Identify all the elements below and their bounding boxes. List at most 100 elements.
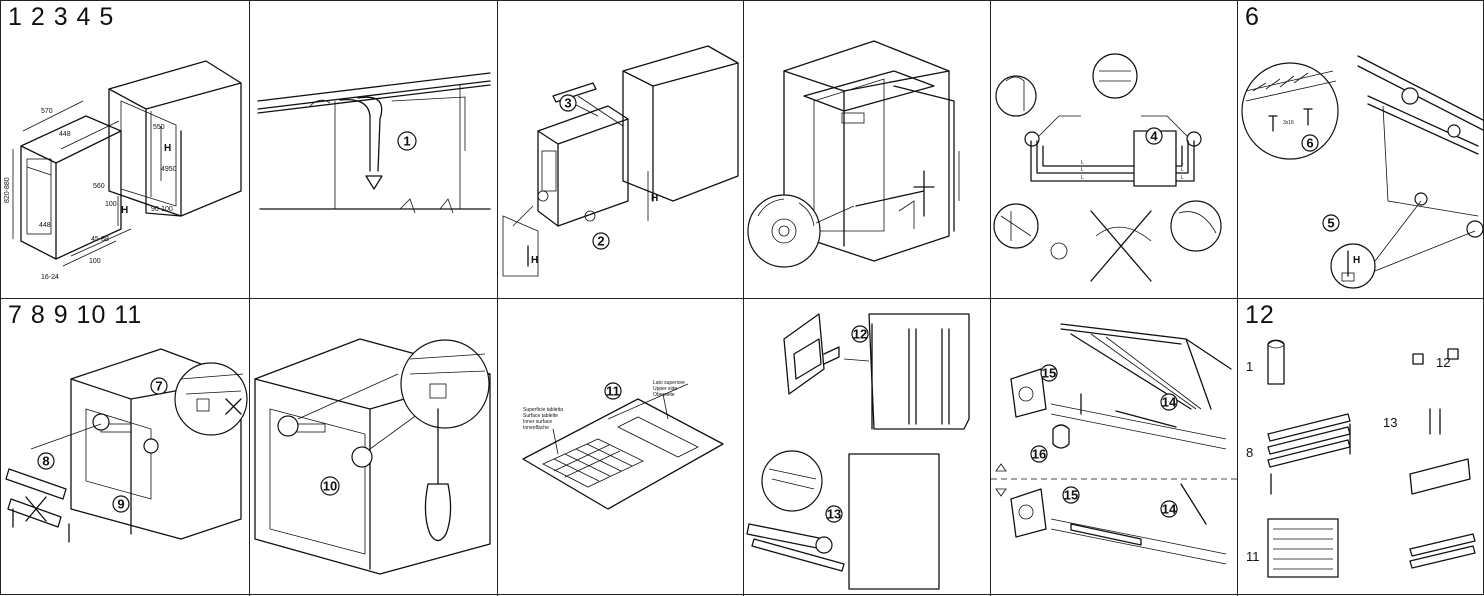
callout-4 (1145, 127, 1163, 145)
dim-depth-cab: 550 (153, 124, 165, 131)
callout-8-text: 8 (42, 454, 49, 469)
detail-hose-height (1170, 200, 1222, 252)
screwdriver-icon (424, 483, 452, 542)
part-number-8: 8 (1246, 445, 1253, 460)
callout-16-text: 16 (1032, 447, 1046, 462)
hose-label: L (1181, 160, 1184, 166)
hose-label: L (1081, 160, 1084, 166)
callout-13-text: 13 (827, 507, 841, 522)
part-number-11: 11 (1246, 549, 1260, 564)
detail-bracket (174, 362, 248, 436)
panel-steps-14-16: 15 14 16 15 14 (991, 299, 1238, 596)
door-fitting-drawing: 12 13 (746, 313, 970, 590)
note-upper: Upper side (653, 386, 677, 392)
note-surface: Surface tablette (523, 413, 558, 419)
parts-list-drawing: 1 12 8 13 11 (1246, 339, 1476, 578)
callout-1-text: 1 (403, 134, 410, 149)
rear-foot-drawing (747, 40, 960, 268)
callout-6-text: 6 (1306, 136, 1313, 151)
hose-label: L (1181, 175, 1184, 181)
panel-parts-list: 12 1 12 8 13 11 (1238, 299, 1484, 596)
callout-15-text: 15 (1042, 366, 1056, 381)
hose-label: L (1081, 167, 1084, 173)
note-upper: Lato superiore (653, 380, 685, 386)
callout-10 (320, 476, 340, 496)
part-number-1: 1 (1246, 359, 1253, 374)
panel-height-adjust: H 3 2 H (498, 1, 744, 299)
height-letter-H: H (651, 193, 658, 204)
callout-7-text: 7 (155, 379, 162, 394)
detail-screw (1241, 62, 1339, 160)
callout-9-text: 9 (117, 497, 124, 512)
detail-circle (747, 194, 821, 268)
dim-16-24: 16-24 (41, 274, 59, 281)
dim-depth: 560 (93, 183, 105, 190)
template-sheet-drawing: 11 Lato superiore Upper side Oberseite S… (522, 380, 724, 510)
dim-100: 100 (105, 201, 117, 208)
note-upper: Oberseite (653, 392, 675, 398)
callout-5 (1322, 214, 1340, 232)
detail-tap-left (995, 75, 1037, 117)
screw-size: 3x16 (1283, 120, 1294, 126)
worktop-drawing: 1 (257, 72, 491, 214)
panel-worktop-seal: 1 (250, 1, 498, 299)
callout-14 (1160, 393, 1178, 411)
screwdriver-drawing: 10 (254, 338, 491, 575)
callout-12-text: 12 (853, 327, 867, 342)
dim-45-88: 45-88 (91, 236, 109, 243)
panel-rear-foot-adjust (744, 1, 991, 299)
height-letter-H: H (164, 143, 171, 154)
step-label-1-5: 1 2 3 4 5 (8, 3, 115, 31)
panel-water-connections: 4 L L L L L L (991, 1, 1238, 299)
callout-2 (592, 232, 610, 250)
callout-12 (851, 325, 869, 343)
dimension-drawing: 570 448 560 550 448 820-880 100 45-88 90… (4, 60, 242, 281)
height-letter-H-2: H (121, 205, 128, 216)
panel-steps-1-5: 1 2 3 4 5 570 448 560 55 (1, 1, 250, 299)
note-surface: Inner surface (523, 419, 552, 425)
callout-14b (1160, 500, 1178, 518)
height-adjust-drawing: H 3 2 H (502, 45, 739, 277)
callout-15b-text: 15 (1064, 488, 1078, 503)
door-panel-drawing: 7 8 9 (5, 348, 248, 543)
height-letter-H: H (1353, 255, 1360, 266)
cross-icon (1090, 210, 1152, 282)
part-cover-strip (1409, 545, 1476, 569)
part-rail (1267, 413, 1351, 442)
callout-15 (1040, 364, 1058, 382)
hose-label: L (1081, 175, 1084, 181)
callout-15b (1062, 486, 1080, 504)
callout-6 (1301, 134, 1319, 152)
dim-90-100: 90-100 (151, 206, 173, 213)
part-number-13: 13 (1383, 415, 1397, 430)
step-label-7-11: 7 8 9 10 11 (8, 301, 143, 329)
callout-2-text: 2 (597, 234, 604, 249)
hinge-spring-drawing: 15 14 16 15 14 (991, 323, 1237, 565)
panel-step-10: 10 (250, 299, 498, 596)
part-cover-strip (1409, 533, 1476, 557)
callout-8 (37, 452, 55, 470)
dim-width: 570 (41, 108, 53, 115)
detail-slide (761, 450, 823, 512)
callout-3-text: 3 (564, 96, 571, 111)
detail-valve (1092, 53, 1138, 99)
height-letter-H-2: H (531, 255, 538, 266)
step-label-12: 12 (1245, 301, 1275, 329)
step-label-6: 6 (1245, 3, 1260, 31)
callout-13 (825, 505, 843, 523)
callout-11 (604, 382, 622, 400)
part-seal-strip (1267, 339, 1285, 385)
note-surface: Superficie tabletta (523, 407, 563, 413)
part-label-sheet (1267, 518, 1339, 578)
callout-10-text: 10 (323, 479, 337, 494)
panel-steps-7-11: 7 8 9 10 11 7 8 9 (1, 299, 250, 596)
callout-14b-text: 14 (1162, 502, 1177, 517)
hose-label: L (1181, 167, 1184, 173)
callout-11-text: 11 (606, 384, 620, 399)
part-brackets (1447, 348, 1459, 360)
part-template-sheet (1409, 458, 1471, 495)
dim-inner-width: 448 (59, 131, 71, 138)
panel-step-11-template: 11 Lato superiore Upper side Oberseite S… (498, 299, 744, 596)
